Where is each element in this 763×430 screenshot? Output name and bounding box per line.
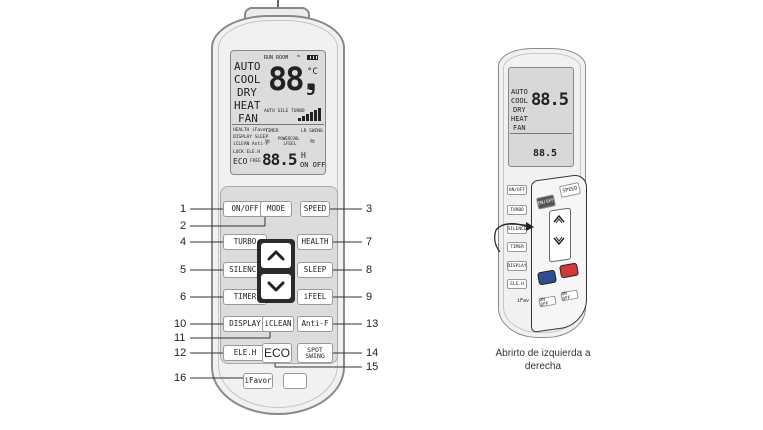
lcd-list-free: FREE	[250, 159, 261, 164]
callout-12: 12	[174, 347, 187, 359]
right-lcd-mode-auto: AUTO	[511, 88, 528, 96]
lcd-timer-label: TIMER	[265, 129, 279, 134]
right-lcd-mode-fan: FAN	[513, 124, 526, 132]
eco-button[interactable]: ECO	[262, 343, 292, 363]
callout-13: 13	[366, 318, 379, 330]
ifeel-button[interactable]: iFEEL	[297, 289, 333, 305]
ifavor-button[interactable]: iFavor	[243, 373, 273, 389]
callout-14: 14	[366, 347, 379, 359]
callout-2: 2	[180, 220, 187, 232]
callout-8: 8	[366, 264, 373, 276]
right-lcd-screen	[508, 67, 574, 167]
lcd-lr-swing: LR SWING	[301, 129, 323, 134]
lcd-timer-h: H	[301, 151, 306, 160]
temperature-down-button[interactable]	[261, 274, 291, 299]
lcd-powercool: POWERCOOL	[278, 136, 300, 141]
iclean-button[interactable]: iCLEAN	[262, 316, 294, 332]
callout-3: 3	[366, 203, 373, 215]
chevron-down-icon	[267, 281, 285, 292]
lcd-temperature-digits: 88.	[268, 60, 322, 98]
swing-louver-right-icon: ≈	[310, 136, 315, 146]
temperature-up-button[interactable]	[261, 243, 291, 268]
right-ifav-label: iFav	[517, 298, 530, 304]
right-lcd-mode-heat: HEAT	[511, 115, 528, 123]
right-display-button[interactable]: DISPLAY	[507, 261, 527, 271]
turbo-button[interactable]: TURBO	[223, 234, 267, 250]
caption-line-2: derecha	[524, 361, 562, 372]
blank-button[interactable]	[283, 373, 307, 389]
right-lcd-mode-dry: DRY	[513, 106, 526, 114]
right-on-off-button[interactable]: ON/OFF	[507, 185, 527, 195]
callout-4: 4	[180, 236, 187, 248]
right-lcd-divider	[510, 133, 572, 134]
right-lcd-timer-digits: 88.5	[533, 148, 558, 159]
callout-6: 6	[180, 291, 187, 303]
health-button[interactable]: HEALTH	[297, 234, 333, 250]
swing-label: SWING	[305, 352, 325, 360]
callout-5: 5	[180, 264, 187, 276]
lcd-temperature-decimal: 5	[306, 80, 316, 99]
wifi-icon: ≈	[297, 54, 301, 60]
lcd-on-off: ON OFF	[300, 161, 326, 169]
lcd-mode-dry: DRY	[237, 86, 257, 99]
chevron-up-icon	[267, 250, 285, 261]
battery-icon	[307, 55, 318, 60]
right-timer-button[interactable]: TIMER	[507, 242, 527, 252]
lcd-mode-cool: COOL	[234, 73, 261, 86]
spot-swing-button[interactable]: SPOT SWING	[297, 343, 333, 363]
callout-10: 10	[174, 318, 187, 330]
caption-line-1: Abrirto de izquierda a	[495, 348, 591, 359]
fan-speed-bars-icon	[298, 107, 322, 121]
lcd-list-4: LOCK ELE.H	[233, 150, 261, 155]
right-turbo-button[interactable]: TURBO	[507, 205, 527, 215]
lcd-list-eco: ECO	[233, 157, 248, 166]
lcd-list-2: DISPLAY SLEEP	[233, 135, 269, 140]
callout-15: 15	[366, 361, 379, 373]
lcd-ifeel: iFEEL	[283, 142, 297, 147]
swing-louver-icon: ≈	[265, 136, 270, 146]
callout-9: 9	[366, 291, 373, 303]
right-lcd-mode-cool: COOL	[511, 97, 528, 105]
right-chevron-down-icon	[553, 236, 565, 246]
right-ele-h-button[interactable]: ELE.H	[507, 279, 527, 289]
silence-button[interactable]: SILENCE	[223, 262, 267, 278]
lcd-list-3: iCLEAN Anti-F	[233, 142, 269, 147]
opening-arrow-icon	[494, 222, 534, 253]
anti-f-button[interactable]: Anti-F	[297, 316, 333, 332]
callout-7: 7	[366, 236, 373, 248]
lcd-unit: °C	[307, 67, 318, 77]
ele-h-button[interactable]: ELE.H	[223, 345, 267, 361]
remote-ir-emitter	[277, 0, 279, 12]
right-chevron-up-icon	[553, 214, 565, 224]
callout-1: 1	[180, 203, 187, 215]
spot-label: SPOT	[307, 345, 323, 354]
speed-button[interactable]: SPEED	[300, 201, 330, 217]
lcd-sub-indicators: AUTO SILE TURBO	[264, 109, 305, 114]
lcd-divider	[232, 124, 324, 125]
sleep-button[interactable]: SLEEP	[297, 262, 333, 278]
mode-button[interactable]: MODE	[260, 201, 292, 217]
lcd-mode-auto: AUTO	[234, 60, 261, 73]
callout-16: 16	[174, 372, 187, 384]
lcd-list-1: HEALTH iFavor	[233, 128, 269, 133]
callout-11: 11	[174, 332, 186, 344]
right-lcd-digits: 88.5	[531, 90, 569, 110]
lcd-timer-digits: 88.5	[262, 150, 298, 169]
lcd-mode-fan: FAN	[238, 112, 258, 125]
lcd-run-room: RUN ROOM	[264, 55, 289, 61]
lcd-mode-heat: HEAT	[234, 99, 261, 112]
